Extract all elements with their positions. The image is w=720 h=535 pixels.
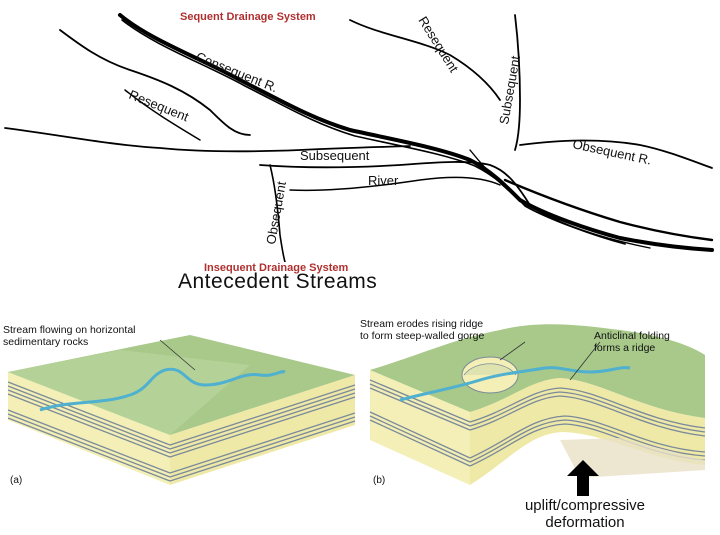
sequent-title: Sequent Drainage System: [180, 11, 316, 23]
panel-b-caption-right: Anticlinal folding forms a ridge: [594, 330, 670, 354]
panel-b-strata: [369, 370, 706, 485]
obsequent-right-stream: [519, 139, 713, 169]
uplift-line2: deformation: [545, 514, 625, 531]
panel-a-caption-line2: sedimentary rocks: [3, 335, 89, 348]
panel-a-label: (a): [10, 475, 23, 486]
river-lower: [289, 176, 501, 192]
panel-a-caption: Stream flowing on horizontal sedimentary…: [3, 324, 136, 348]
resequent-top: [349, 19, 501, 101]
panel-a-stream: [39, 367, 286, 412]
lower-braid-2: [469, 149, 651, 249]
panel-b-surface: [370, 324, 705, 418]
panel-b-caption-left-line2: to form steep-walled gorge: [360, 329, 485, 342]
obsequent-bottom-stream: [269, 164, 286, 262]
panel-a-caption-line1: Stream flowing on horizontal: [3, 324, 136, 336]
panel-a-block: [7, 335, 356, 485]
label-river: River: [368, 173, 399, 188]
panel-b-label: (b): [373, 475, 386, 486]
panel-b-stream: [399, 366, 631, 402]
uplift-line1: uplift/compressive: [524, 497, 646, 514]
resequent-left: [59, 29, 251, 136]
antecedent-title: Antecedent Streams: [178, 270, 378, 293]
consequent-river: [118, 13, 714, 252]
label-consequent: Consequent R.: [194, 49, 280, 95]
label-subsequent-river: Subsequent: [300, 148, 370, 163]
up-arrow-icon: [567, 460, 599, 496]
drainage-map: Consequent R. Resequent Resequent Subseq…: [4, 13, 714, 262]
panel-b-caption-left-line1: Stream erodes rising ridge: [360, 318, 484, 330]
uplift-caption: uplift/compressive deformation: [470, 497, 700, 531]
panel-b-block: [369, 324, 706, 485]
panel-b-caption-left: Stream erodes rising ridge to form steep…: [360, 318, 485, 342]
insequent-title: Insequent Drainage System: [204, 262, 349, 274]
panel-b-caption-right-line2: forms a ridge: [594, 341, 656, 354]
panel-b-caption-right-line1: Anticlinal folding: [594, 330, 670, 342]
subsequent-vertical: [514, 14, 521, 151]
label-resequent-left: Resequent: [127, 87, 191, 125]
left-tributary: [4, 127, 411, 153]
resequent-left-branch: [124, 89, 201, 141]
lower-braid: [503, 178, 714, 242]
panel-a-strata: [7, 372, 356, 485]
subsequent-river: [259, 161, 531, 206]
label-obsequent-bottom: Obsequent: [263, 180, 289, 246]
